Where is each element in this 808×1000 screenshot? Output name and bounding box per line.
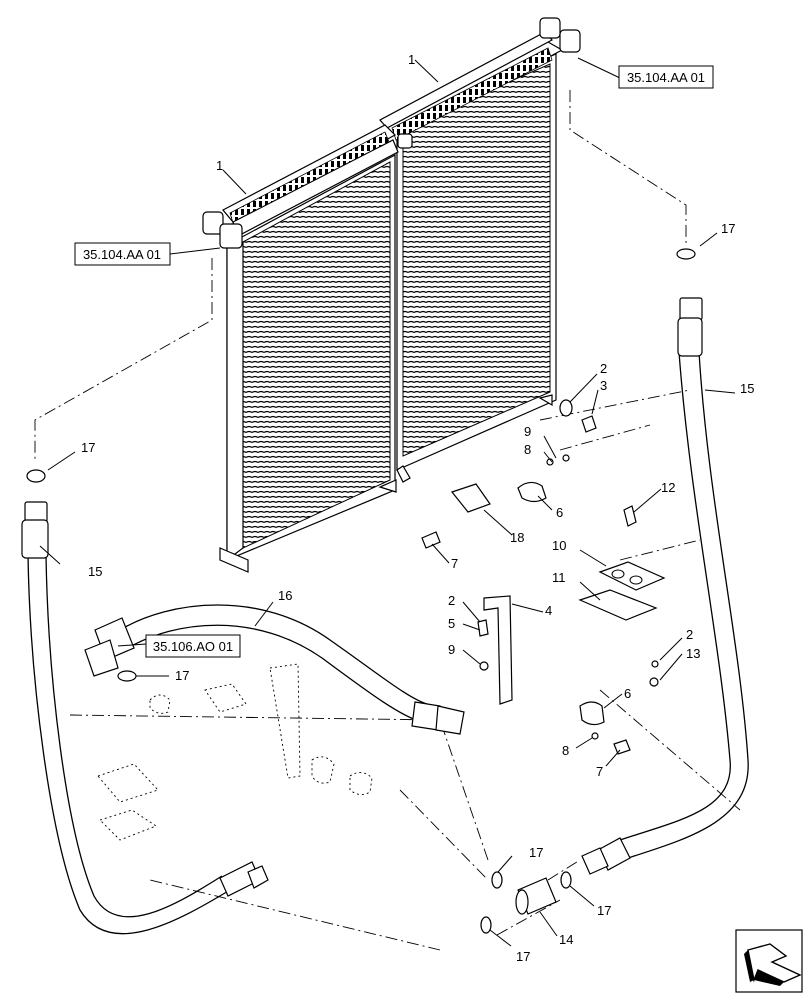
callout-2: 2: [600, 361, 607, 376]
callout-1: 1: [408, 52, 415, 67]
callout-12: 12: [661, 480, 675, 495]
callout-14: 14: [559, 932, 573, 947]
callout-9: 9: [524, 424, 531, 439]
routing-lines: [34, 90, 741, 951]
hose-16: [84, 604, 465, 735]
callout-4: 4: [545, 603, 552, 618]
callout-2: 2: [686, 627, 693, 642]
callout-7: 7: [451, 556, 458, 571]
callout-13: 13: [686, 646, 700, 661]
callout-11: 11: [552, 570, 566, 585]
callout-17: 17: [81, 440, 95, 455]
callout-17: 17: [175, 668, 189, 683]
coupler-14: [515, 877, 557, 915]
callout-8: 8: [524, 442, 531, 457]
ref-left-text: 35.104.AA 01: [83, 247, 161, 262]
hose-right-15: [581, 297, 749, 875]
o-rings: [26, 248, 696, 934]
oil-cooler-front: [202, 124, 399, 573]
callouts: 1 1 17 17 15 15 16 17 2 3 9 8 6 18 7 12 …: [81, 52, 754, 964]
callout-7: 7: [596, 764, 603, 779]
callout-10: 10: [552, 538, 566, 553]
leader-lines: [39, 57, 736, 947]
callout-9: 9: [448, 642, 455, 657]
callout-8: 8: [562, 743, 569, 758]
oil-cooler-rear: [379, 17, 581, 483]
ref-box-top-right[interactable]: 35.104.AA 01: [618, 65, 714, 89]
callout-15: 15: [88, 564, 102, 579]
ref-box-hose[interactable]: 35.106.AO 01: [145, 634, 241, 658]
hose-left-15: [21, 501, 269, 935]
callout-6: 6: [556, 505, 563, 520]
callout-2: 2: [448, 593, 455, 608]
callout-17: 17: [721, 221, 735, 236]
callout-17: 17: [529, 845, 543, 860]
callout-1: 1: [216, 158, 223, 173]
callout-16: 16: [278, 588, 292, 603]
ref-top-right-text: 35.104.AA 01: [627, 70, 705, 85]
callout-17: 17: [597, 903, 611, 918]
ref-hose-text: 35.106.AO 01: [153, 639, 233, 654]
front-direction-arrow-icon: [735, 929, 803, 993]
callout-15: 15: [740, 381, 754, 396]
callout-5: 5: [448, 616, 455, 631]
callout-18: 18: [510, 530, 524, 545]
ref-box-left[interactable]: 35.104.AA 01: [74, 242, 171, 266]
callout-3: 3: [600, 378, 607, 393]
callout-17: 17: [516, 949, 530, 964]
hardware: [97, 399, 666, 841]
callout-6: 6: [624, 686, 631, 701]
